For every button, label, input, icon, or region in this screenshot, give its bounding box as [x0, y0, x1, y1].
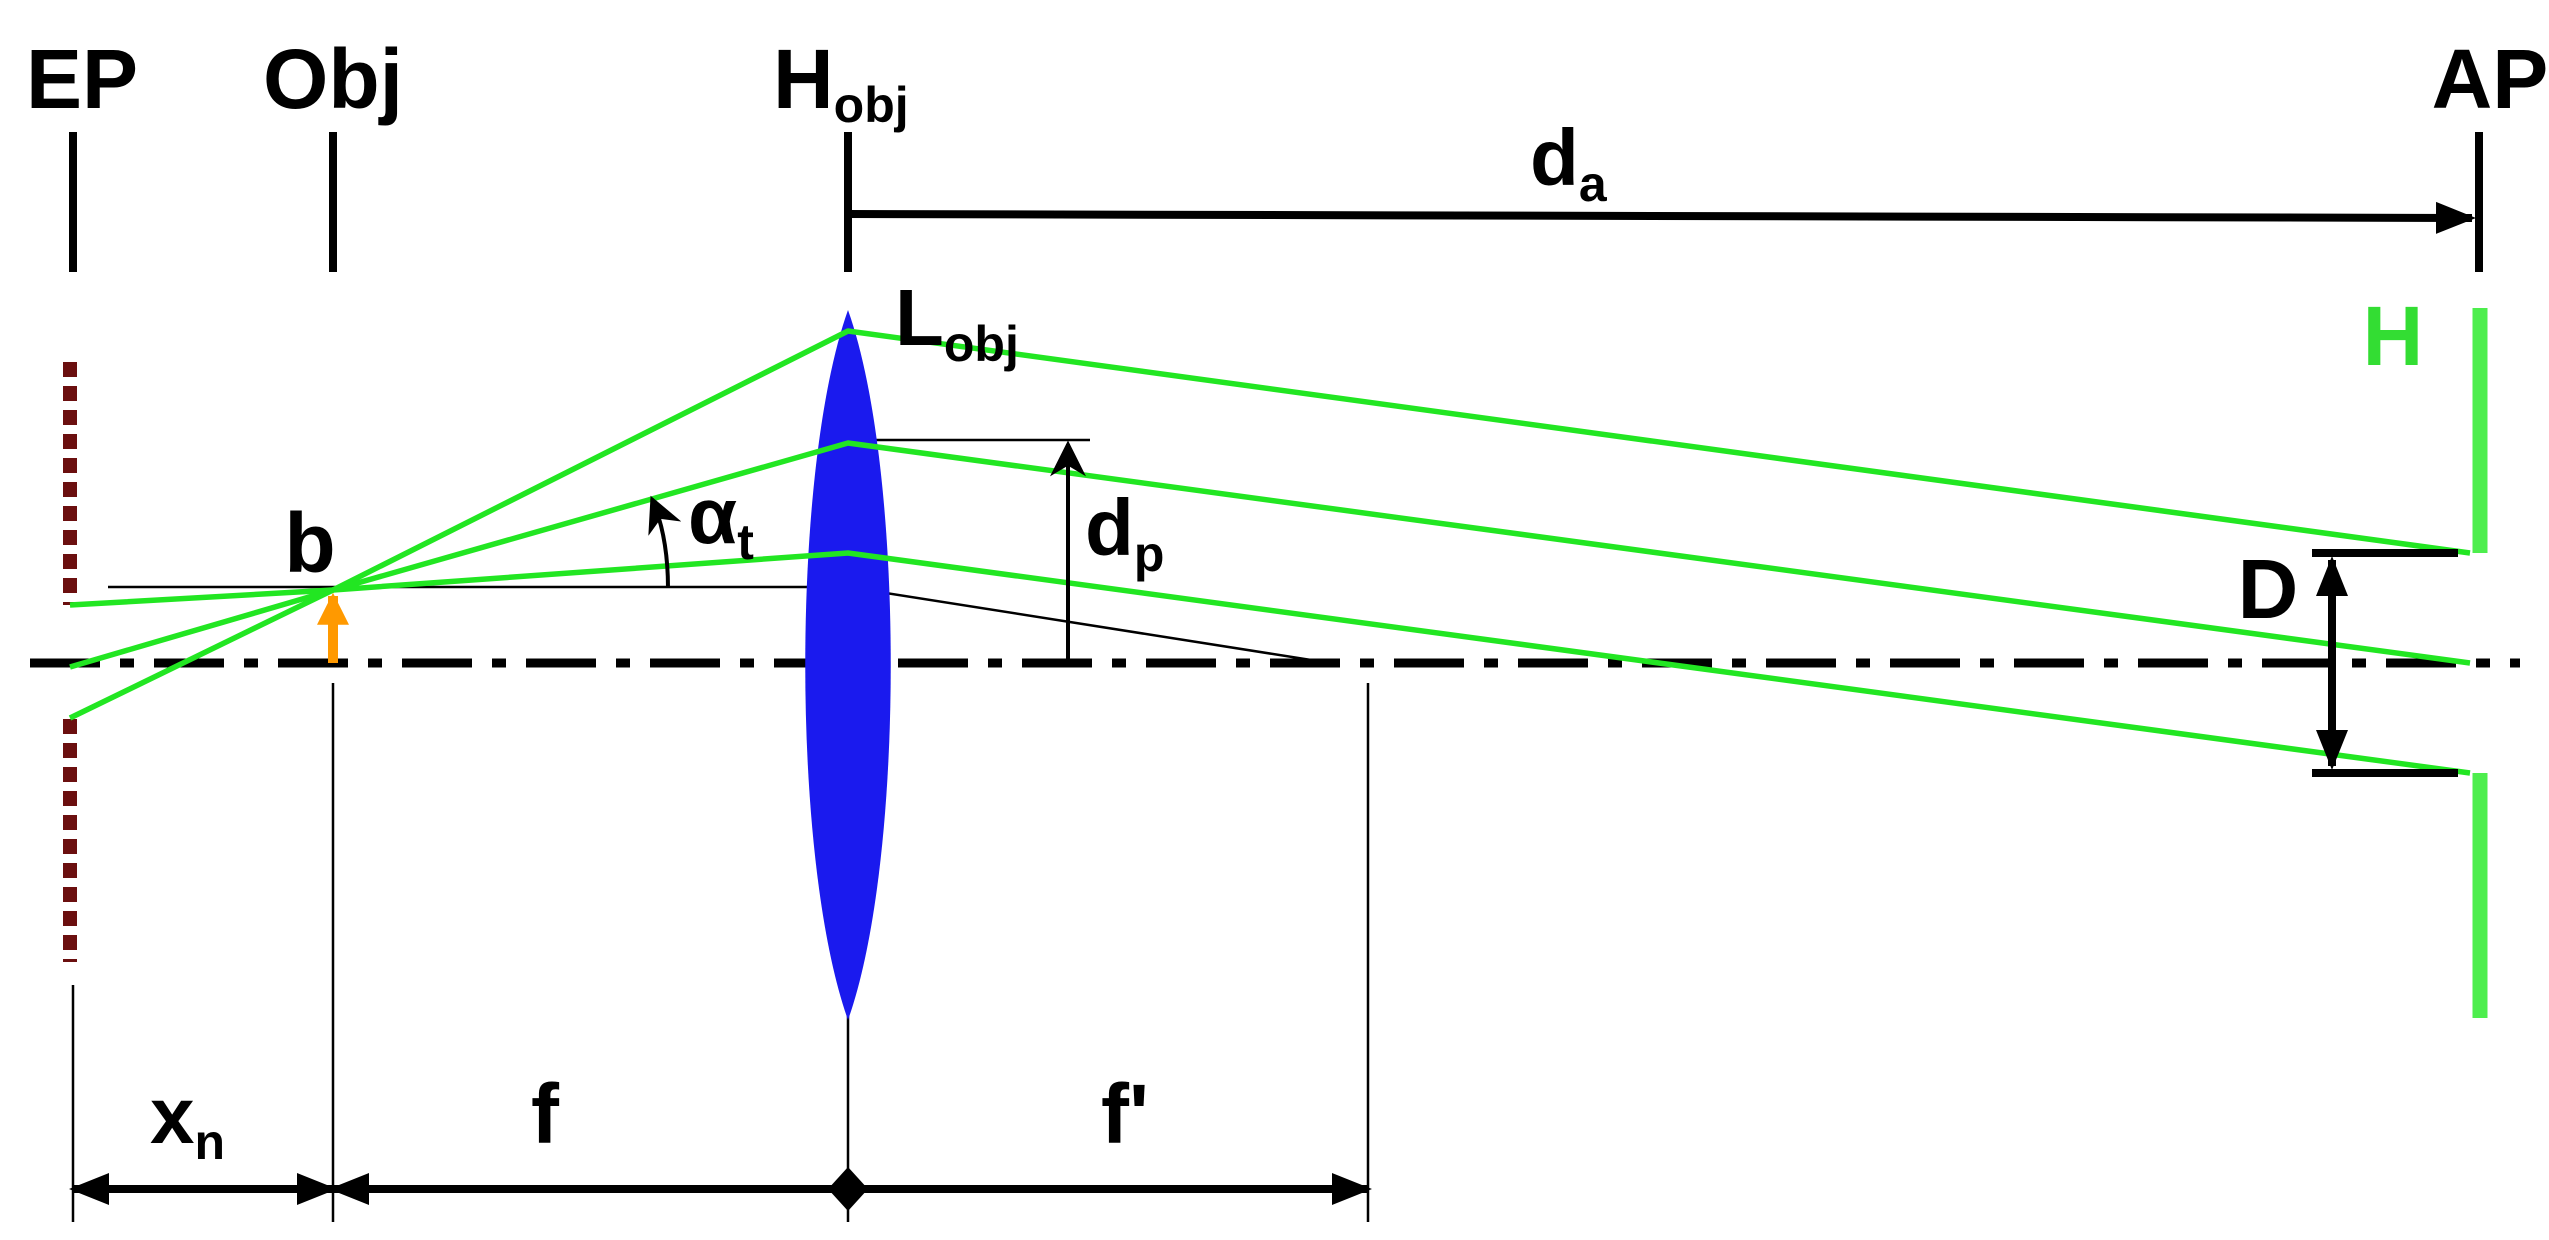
- principal-point-marker: [828, 1167, 868, 1211]
- ray-lower: [69, 550, 2471, 776]
- ep-label: EP: [26, 32, 138, 126]
- D-label: D: [2238, 542, 2299, 636]
- ray-middle: [69, 440, 2471, 670]
- f-prime-label: f': [1101, 1067, 1149, 1161]
- chief-construction-line: [847, 585, 1331, 665]
- ray-upper: [68, 328, 2471, 721]
- h-obj-label: Hobj: [773, 32, 909, 133]
- objective-lens: [805, 310, 891, 1020]
- x-n-label: xn: [150, 1071, 225, 1170]
- l-obj-label: Lobj: [895, 273, 1019, 372]
- b-label: b: [284, 496, 335, 590]
- alpha-t-label: αt: [688, 471, 754, 570]
- h-label: H: [2363, 289, 2424, 383]
- d-a-arrow: [847, 201, 2476, 234]
- d-a-label: da: [1530, 113, 1608, 212]
- obj-label: Obj: [263, 32, 403, 126]
- f-label: f: [531, 1067, 560, 1161]
- d-p-label: dp: [1085, 483, 1164, 582]
- ap-label: AP: [2432, 32, 2549, 126]
- alpha-t-arc: [648, 495, 682, 589]
- green-rays: [68, 328, 2471, 776]
